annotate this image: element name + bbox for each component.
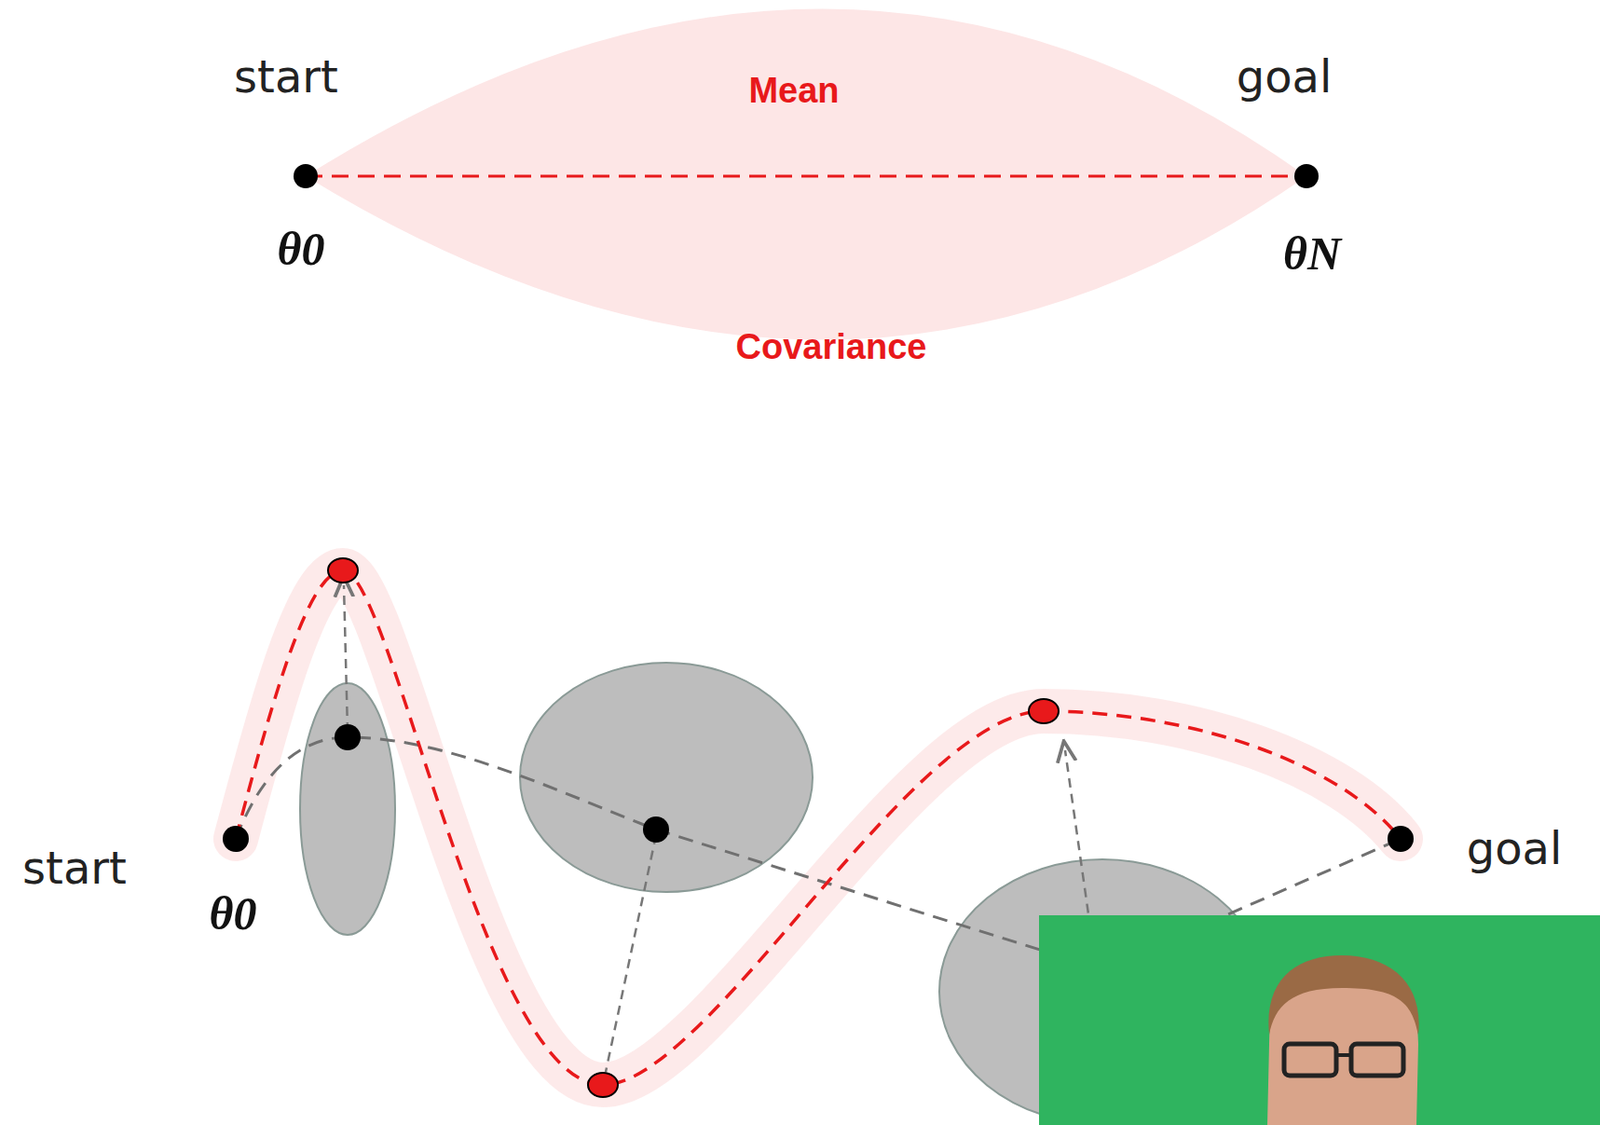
start-point bbox=[222, 825, 249, 852]
mean-line bbox=[305, 175, 1307, 178]
covariance-label: Covariance bbox=[736, 328, 928, 365]
start-point bbox=[293, 164, 318, 189]
webcam-inset bbox=[1039, 915, 1600, 1125]
endpoint-label: start bbox=[22, 845, 127, 890]
mean-label: Mean bbox=[748, 72, 839, 109]
state-symbol: θ0 bbox=[277, 225, 326, 273]
updated-waypoint bbox=[588, 1072, 618, 1097]
endpoint-label: goal bbox=[1466, 825, 1563, 871]
updated-waypoint bbox=[1028, 698, 1059, 724]
covariance-band bbox=[305, 9, 1307, 341]
state-symbol: θ0 bbox=[209, 889, 258, 937]
obstacle bbox=[300, 683, 396, 935]
goal-point bbox=[1294, 164, 1319, 189]
endpoint-label: start bbox=[233, 54, 339, 99]
waypoint bbox=[642, 816, 670, 843]
updated-waypoint bbox=[328, 558, 358, 583]
goal-point bbox=[1387, 825, 1414, 852]
obstacle bbox=[519, 662, 813, 892]
state-symbol: θN bbox=[1283, 230, 1341, 277]
waypoint bbox=[334, 724, 361, 751]
update-arrow bbox=[343, 585, 348, 732]
endpoint-label: goal bbox=[1236, 54, 1333, 99]
update-arrow bbox=[605, 834, 657, 1072]
